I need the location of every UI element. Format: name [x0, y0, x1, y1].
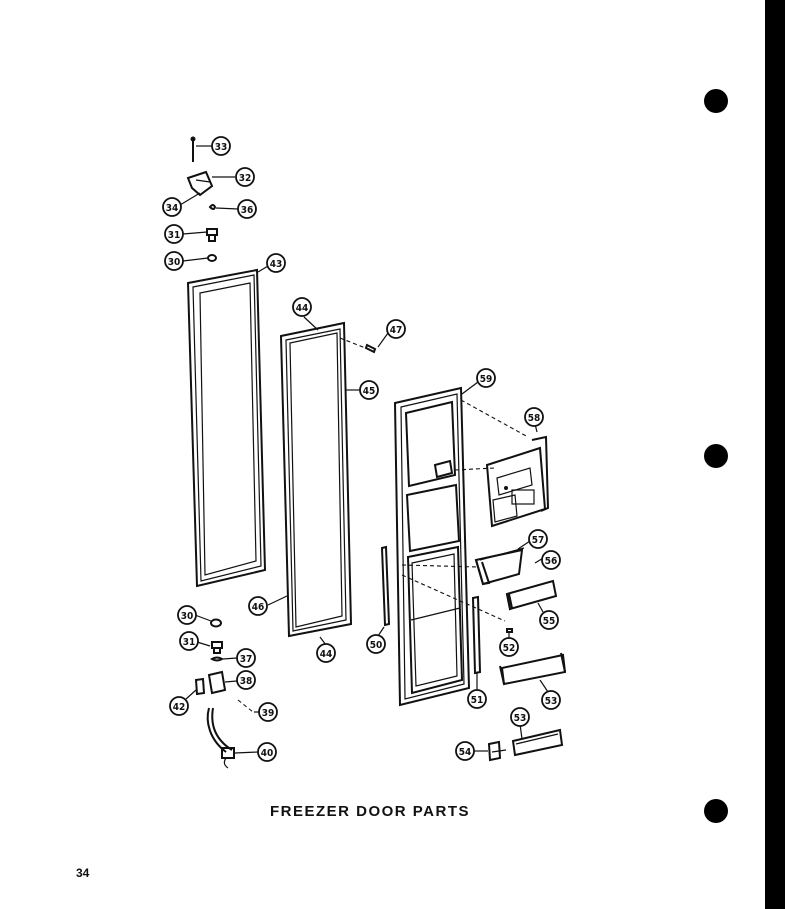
callout-30-bottom: 30 [177, 605, 197, 625]
svg-text:30: 30 [181, 611, 194, 622]
callout-31-bottom: 31 [179, 631, 199, 651]
svg-text:45: 45 [363, 386, 376, 397]
top-hinge-assembly [186, 136, 218, 262]
svg-text:34: 34 [166, 203, 179, 214]
svg-text:36: 36 [241, 205, 254, 216]
shelf-front-part-55 [505, 579, 558, 611]
svg-text:33: 33 [215, 142, 228, 153]
svg-text:38: 38 [240, 676, 253, 687]
svg-text:39: 39 [262, 708, 275, 719]
page-number: 34 [76, 866, 90, 880]
svg-text:50: 50 [370, 640, 383, 651]
callout-44-bottom: 44 [316, 643, 336, 663]
callout-30: 30 [164, 251, 184, 271]
svg-text:53: 53 [545, 696, 558, 707]
shelf-bar-part-53-upper [499, 652, 567, 686]
svg-text:51: 51 [471, 695, 484, 706]
shelf-rail-part-51 [471, 595, 482, 675]
svg-text:43: 43 [270, 259, 283, 270]
punch-hole-bottom [704, 799, 728, 823]
callout-51: 51 [467, 689, 487, 709]
svg-text:37: 37 [240, 654, 253, 665]
callout-50: 50 [366, 634, 386, 654]
svg-text:30: 30 [168, 257, 181, 268]
callout-58: 58 [524, 407, 544, 427]
trim-strip-part-50 [380, 545, 391, 627]
callout-33: 33 [211, 136, 231, 156]
svg-text:32: 32 [239, 173, 252, 184]
diagram-caption: FREEZER DOOR PARTS [269, 803, 471, 820]
callout-44-top: 44 [292, 297, 312, 317]
bottom-hinge-assembly [194, 618, 254, 769]
callout-38: 38 [236, 670, 256, 690]
svg-text:59: 59 [480, 374, 493, 385]
callout-52: 52 [499, 637, 519, 657]
svg-text:42: 42 [173, 702, 186, 713]
svg-text:56: 56 [545, 556, 558, 567]
svg-text:31: 31 [183, 637, 196, 648]
door-gasket-part-43 [186, 268, 267, 588]
svg-text:44: 44 [296, 303, 309, 314]
shelf-bar-part-53-lower [511, 728, 564, 757]
svg-text:44: 44 [320, 649, 333, 660]
callout-53-right: 53 [541, 690, 561, 710]
punch-hole-top [704, 89, 728, 113]
callout-54: 54 [455, 741, 475, 761]
callout-59: 59 [476, 368, 496, 388]
callout-46: 46 [248, 596, 268, 616]
dispenser-housing-part-58 [485, 435, 550, 528]
svg-text:46: 46 [252, 602, 265, 613]
svg-text:54: 54 [459, 747, 472, 758]
door-liner-part-44 [279, 321, 353, 638]
callout-47: 47 [386, 319, 406, 339]
svg-text:55: 55 [543, 616, 556, 627]
callout-36: 36 [237, 199, 257, 219]
punch-hole-middle [704, 444, 728, 468]
svg-text:58: 58 [528, 413, 541, 424]
door-bin-part-57 [474, 547, 525, 586]
binder-edge-strip [765, 0, 785, 909]
callout-55: 55 [539, 610, 559, 630]
svg-text:47: 47 [390, 325, 403, 336]
callout-37: 37 [236, 648, 256, 668]
callout-43: 43 [266, 253, 286, 273]
callout-53-lower: 53 [510, 707, 530, 727]
callout-39: 39 [258, 702, 278, 722]
callout-40: 40 [257, 742, 277, 762]
callout-34: 34 [162, 197, 182, 217]
callout-32: 32 [235, 167, 255, 187]
callout-56: 56 [541, 550, 561, 570]
bracket-part-54 [487, 740, 507, 762]
callout-42: 42 [169, 696, 189, 716]
svg-text:31: 31 [168, 230, 181, 241]
callout-31: 31 [164, 224, 184, 244]
callout-45: 45 [359, 380, 379, 400]
callout-57: 57 [528, 529, 548, 549]
freezer-door-part-59 [393, 386, 471, 707]
svg-text:57: 57 [532, 535, 545, 546]
svg-text:40: 40 [261, 748, 274, 759]
svg-text:53: 53 [514, 713, 527, 724]
svg-text:52: 52 [503, 643, 516, 654]
